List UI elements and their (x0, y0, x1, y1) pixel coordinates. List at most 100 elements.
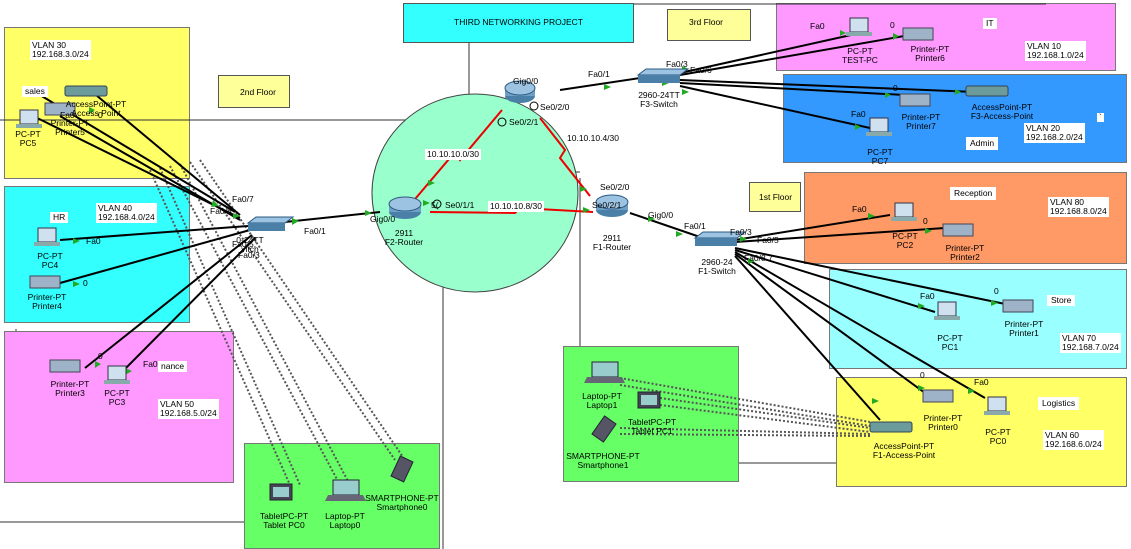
link-light (991, 300, 998, 306)
port-label: Se0/2/1 (592, 200, 622, 210)
vlan-subnet: 192.168.6.0/24 (1045, 439, 1102, 449)
port-label: Se0/2/1 (509, 117, 539, 127)
port-label: Gig0/0 (370, 214, 396, 224)
vlan-subnet: 192.168.8.0/24 (1050, 206, 1107, 216)
link-f3switch-testpc (679, 32, 861, 74)
link-ap2-switch (89, 89, 241, 216)
device-name: Printer4 (32, 301, 62, 311)
link-pc3-switch (117, 237, 256, 377)
vlan-id: VLAN 20 (1026, 123, 1061, 133)
device-type: 2960-24 (701, 257, 733, 267)
device-type: Printer-PT (901, 112, 941, 122)
clock-icon (529, 101, 539, 111)
tablet-icon (637, 391, 661, 409)
device-name: TEST-PC (842, 55, 878, 65)
link-f3router-f3switch (559, 77, 641, 91)
pc-icon (104, 365, 130, 384)
device-type: PC-PT (37, 251, 63, 261)
ap-icon (869, 421, 913, 433)
link-f1switch-pc0 (734, 251, 986, 399)
device-type: AccessPoint-PT (873, 441, 935, 451)
vlan-id: VLAN 40 (98, 203, 133, 213)
device-type: Printer-PT (910, 44, 950, 54)
link-light (676, 231, 683, 237)
device-name: PC2 (896, 240, 914, 250)
link-light (868, 213, 875, 219)
device-type: 0-24TT (236, 235, 264, 245)
switch-icons (246, 68, 747, 246)
wireless-link (619, 427, 871, 435)
device-name: Printer6 (915, 53, 945, 63)
tablet-icon (269, 483, 293, 501)
printer-icons (29, 27, 1034, 403)
link-light (968, 388, 975, 394)
device-type: Printer-PT (50, 379, 90, 389)
device-name: F2-Router (384, 237, 424, 247)
link-lights (73, 30, 998, 404)
region-vlan20 (783, 74, 1127, 163)
port-label: Fa0/1 (588, 69, 610, 79)
port-label: Fa0/5 (757, 235, 779, 245)
printer-icon (902, 27, 934, 41)
device-name: Smartphone0 (376, 502, 428, 512)
vlan-id: VLAN 10 (1027, 41, 1062, 51)
device-type: 2911 (602, 233, 622, 243)
link-light (73, 238, 80, 244)
device-name: PC3 (108, 397, 126, 407)
port-label: Fa0 (920, 291, 935, 301)
link-light (648, 216, 655, 222)
device-name: Printer5 (55, 127, 85, 137)
clock-icon (432, 199, 442, 209)
link-pc4-switch (59, 225, 249, 241)
link-light (428, 180, 435, 186)
vlan-id: VLAN 60 (1045, 430, 1080, 440)
link-printer4-switch (59, 229, 251, 284)
router-icons (388, 80, 629, 219)
f2-router-icon (388, 196, 422, 219)
device-type: PC-PT (985, 427, 1011, 437)
port-label: Fa0 (852, 204, 867, 214)
port-label: 5( (431, 200, 439, 210)
vlan80-name: Reception (950, 187, 997, 200)
link-light (893, 33, 899, 40)
device-type: PC-PT (847, 46, 873, 56)
printer-icon (899, 93, 931, 107)
vlan10-name: IT (983, 18, 997, 29)
printer-icon (29, 275, 61, 289)
port-label: Fa0/1 (304, 226, 326, 236)
link-f1switch-printer0 (734, 253, 926, 394)
pc-icon (846, 17, 872, 36)
link-light (925, 228, 932, 234)
device-name: Access Point (71, 108, 121, 118)
port-label: Fa0/3 (666, 59, 688, 69)
wireless-link (169, 165, 341, 486)
link-printer3-switch (84, 234, 253, 369)
device-type: PC-PT (15, 129, 41, 139)
link-switch-f2router (284, 211, 381, 223)
clock-icons (432, 101, 539, 209)
device-type: PC-PT (937, 333, 963, 343)
port-label: Fa0 (974, 377, 989, 387)
printer-icon (942, 223, 974, 237)
port-label: Se0/2/0 (600, 182, 630, 192)
